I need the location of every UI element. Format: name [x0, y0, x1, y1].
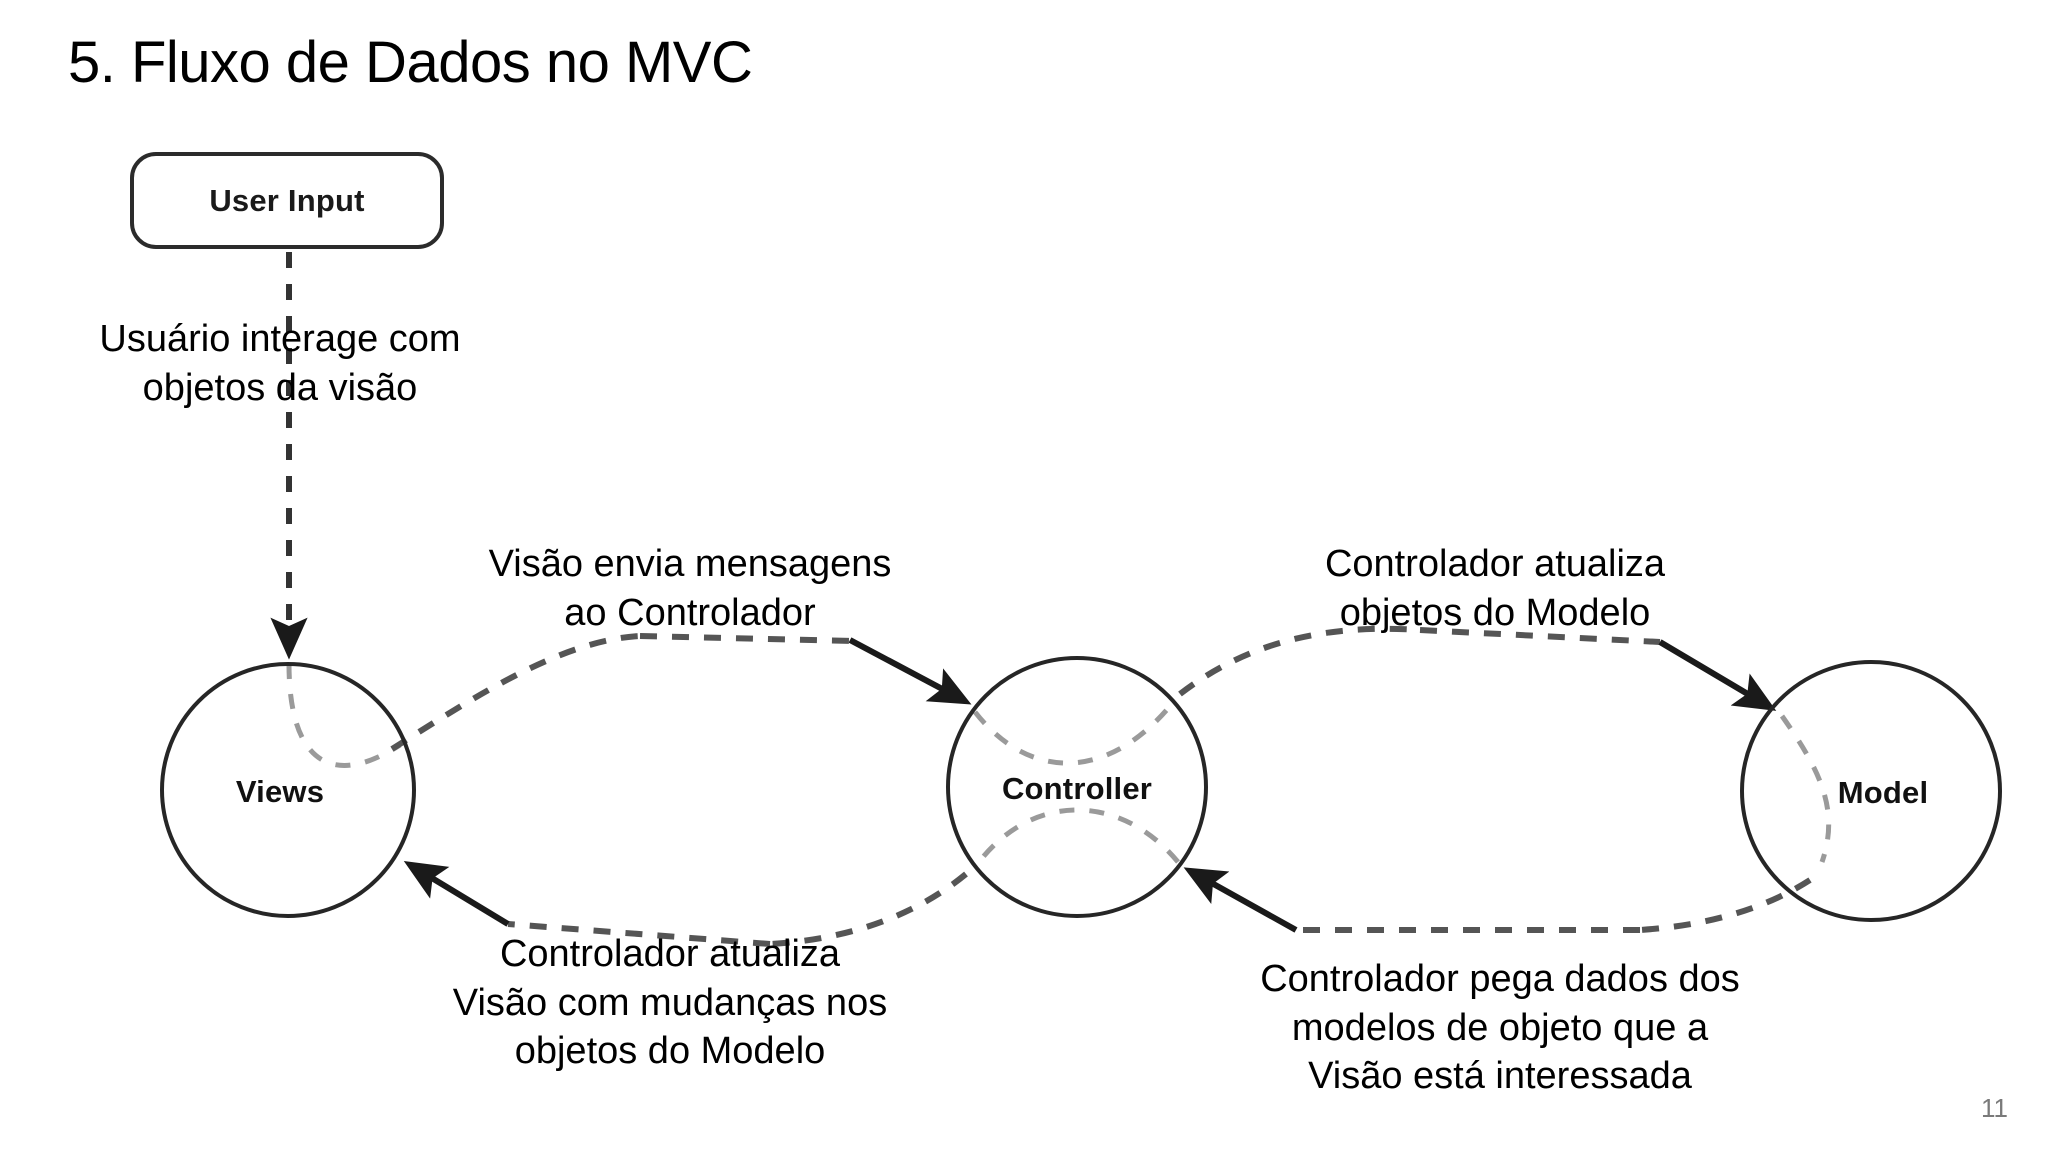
annotation-controller-updates-model: Controlador atualiza objetos do Modelo — [1324, 543, 1666, 634]
connector-controller-to-model — [1178, 625, 1832, 863]
node-model-label: Model — [1837, 775, 1929, 810]
annotation-view-sends-messages: Visão envia mensagens ao Controlador — [488, 543, 892, 634]
annotation-controller-updates-view: Controlador atualiza Visão com mudanças … — [452, 933, 888, 1073]
page-title: 5. Fluxo de Dados no MVC — [68, 30, 753, 95]
annotation-user-interacts: Usuário interage com objetos da visão — [99, 318, 461, 409]
page-number: 11 — [1981, 1093, 2008, 1123]
node-user-input[interactable]: User Input — [130, 152, 444, 249]
node-controller[interactable]: Controller — [946, 656, 1208, 918]
node-views-label: Views — [235, 774, 325, 809]
node-controller-label: Controller — [1001, 771, 1153, 806]
node-user-input-label: User Input — [209, 182, 365, 218]
node-views[interactable]: Views — [160, 662, 416, 918]
annotation-controller-gets-data: Controlador pega dados dos modelos de ob… — [1260, 958, 1740, 1098]
node-model[interactable]: Model — [1740, 660, 2002, 922]
